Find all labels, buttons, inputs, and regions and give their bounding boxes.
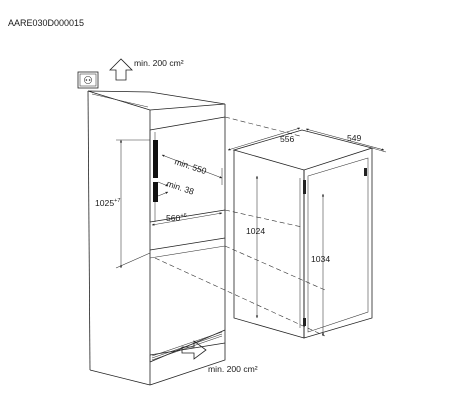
niche-height-value: 1025+7	[95, 198, 121, 208]
vent-right-arrow-icon	[181, 340, 207, 360]
power-socket-icon	[77, 71, 99, 89]
diagram-code: AARE030D000015	[8, 18, 84, 28]
dimension-niche-height	[115, 139, 151, 269]
dimension-niche-width	[151, 212, 223, 226]
min-gap-label: min. 38	[165, 178, 195, 196]
appliance-width-value: 556	[280, 134, 295, 144]
projection-lines	[154, 116, 326, 337]
niche-width-value: 560+6	[166, 213, 187, 223]
appliance-height-outer-value: 1034	[311, 254, 330, 264]
min-depth-label: min. 550	[173, 156, 208, 176]
mounting-rail-icon	[153, 140, 158, 202]
vent-bottom-label: min. 200 cm²	[208, 364, 258, 374]
dimension-min-gap	[157, 181, 169, 197]
dimension-appliance-depth	[305, 128, 387, 153]
vent-top-label: min. 200 cm²	[134, 58, 184, 68]
dimension-appliance-width	[227, 127, 301, 151]
appliance-height-inner-value: 1024	[246, 226, 265, 236]
appliance-depth-value: 549	[347, 133, 362, 143]
dimension-min-depth	[161, 154, 223, 185]
niche-cabinet	[87, 90, 226, 386]
vent-up-arrow-icon	[109, 58, 133, 81]
